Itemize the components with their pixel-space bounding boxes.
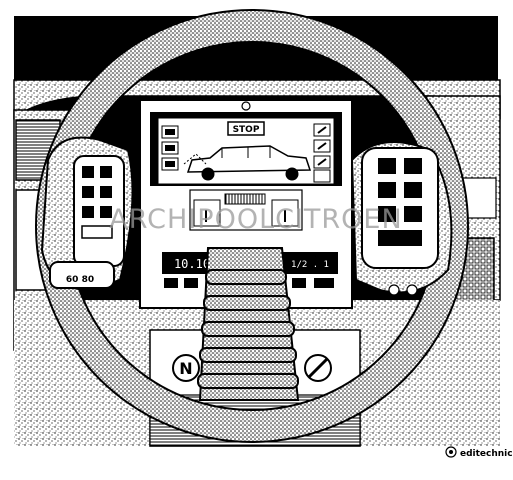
left-pod-button-6[interactable] bbox=[100, 206, 112, 218]
right-pod-button-3[interactable] bbox=[378, 182, 396, 198]
left-pod-button-1[interactable] bbox=[82, 166, 94, 178]
car-wheel-rear bbox=[285, 167, 299, 181]
watermark-text: ARCHIPOOLCITROEN bbox=[109, 204, 402, 235]
pod-button-2[interactable] bbox=[184, 278, 198, 288]
hazard-button[interactable] bbox=[172, 354, 200, 382]
clock-readout: 10.10 bbox=[174, 257, 210, 271]
left-pod-label: 60 80 bbox=[66, 275, 94, 285]
right-pod-button-4[interactable] bbox=[404, 182, 422, 198]
right-control-pod bbox=[350, 141, 453, 296]
gear-readout: 1/2 . 1 bbox=[291, 260, 329, 270]
gear-display bbox=[282, 252, 338, 274]
car-wheel-front bbox=[201, 167, 215, 181]
left-warning-icons bbox=[161, 125, 179, 171]
left-pod-rocker[interactable] bbox=[81, 225, 113, 239]
hazard-label: N bbox=[179, 359, 192, 378]
left-pod-button-2[interactable] bbox=[100, 166, 112, 178]
right-warning-icons bbox=[313, 123, 331, 183]
right-pod-button-5[interactable] bbox=[378, 206, 396, 222]
ignition-key-slot bbox=[307, 357, 329, 379]
right-pod-button-6[interactable] bbox=[404, 206, 422, 222]
odometer bbox=[224, 193, 266, 205]
pod-button-4[interactable] bbox=[314, 278, 334, 288]
right-pod-button-2[interactable] bbox=[404, 158, 422, 174]
pod-logo-icon bbox=[241, 101, 251, 111]
stop-indicator bbox=[227, 121, 265, 136]
right-pod-button-1[interactable] bbox=[378, 158, 396, 174]
right-pod-button-7[interactable] bbox=[378, 230, 422, 246]
pod-button-3[interactable] bbox=[292, 278, 306, 288]
left-control-pod: 60 80 bbox=[40, 136, 134, 292]
logo-text: editechnic bbox=[460, 449, 513, 459]
left-pod-button-4[interactable] bbox=[100, 186, 112, 198]
column-ribs bbox=[197, 269, 299, 389]
left-pod-button-3[interactable] bbox=[82, 186, 94, 198]
left-pod-button-5[interactable] bbox=[82, 206, 94, 218]
editechnic-logo: editechnic bbox=[445, 446, 513, 459]
left-pod-drum[interactable] bbox=[49, 261, 115, 289]
stop-label: STOP bbox=[233, 125, 260, 135]
pod-button-1[interactable] bbox=[164, 278, 178, 288]
